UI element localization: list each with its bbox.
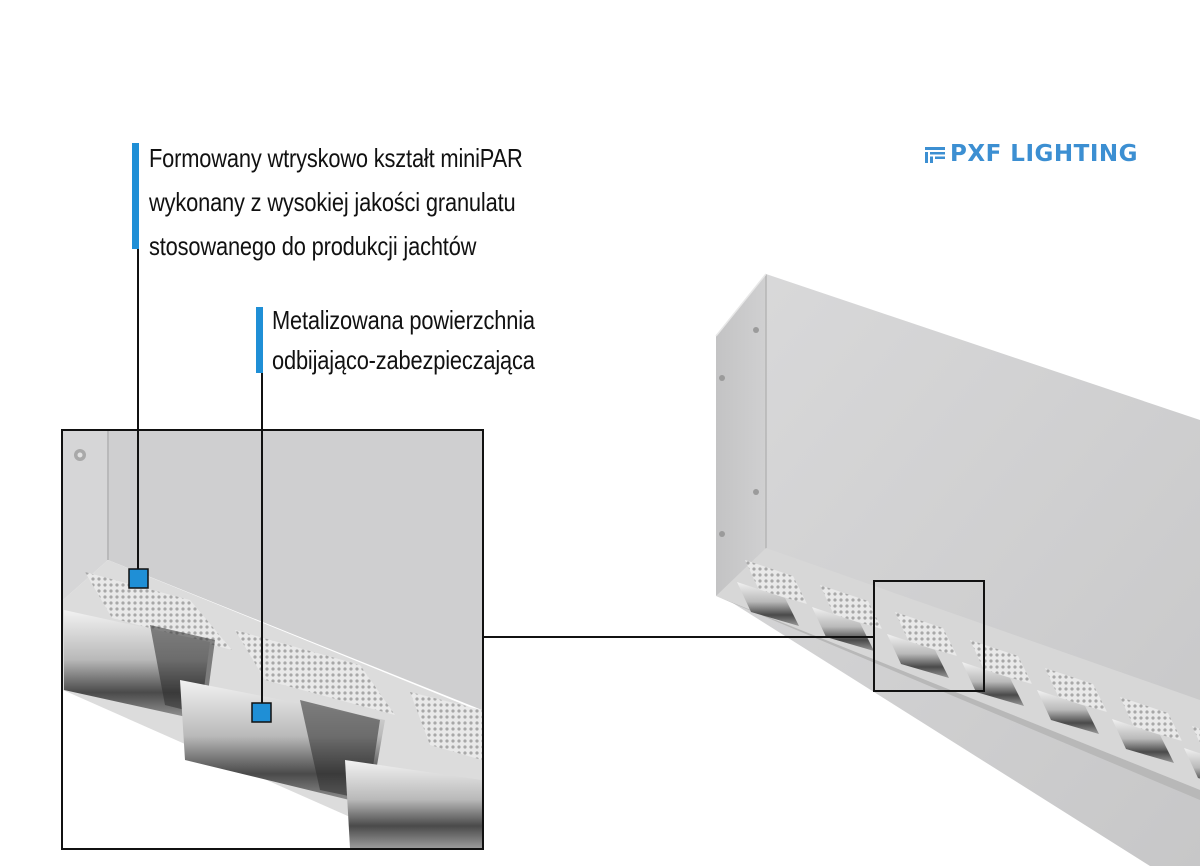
callout-1-line-2: wykonany z wysokiej jakości granulatu bbox=[149, 187, 516, 217]
zoom-frame bbox=[61, 429, 484, 850]
callout-1-text: Formowany wtryskowo kształt miniPAR wyko… bbox=[149, 136, 523, 268]
luminaire-body bbox=[715, 273, 1200, 866]
callout-1-line-1: Formowany wtryskowo kształt miniPAR bbox=[149, 143, 523, 173]
callout-2-marker bbox=[251, 702, 272, 723]
callout-1-marker bbox=[128, 568, 149, 589]
callout-1-line-3: stosowanego do produkcji jachtów bbox=[149, 231, 477, 261]
callout-2-line-2: odbijająco-zabezpieczająca bbox=[272, 345, 535, 375]
brand-logo: PXF LIGHTING bbox=[924, 138, 1138, 170]
zoom-detail bbox=[63, 431, 482, 848]
callout-2-line-1: Metalizowana powierzchnia bbox=[272, 305, 535, 335]
callout-2-text: Metalizowana powierzchnia odbijająco-zab… bbox=[272, 300, 535, 380]
callout-2-accent-bar bbox=[256, 307, 263, 373]
brand-logo-text: PXF LIGHTING bbox=[950, 141, 1139, 167]
callout-1-accent-bar bbox=[132, 143, 139, 249]
luminaire-reflector-cells bbox=[737, 560, 1200, 779]
brand-logo-icon bbox=[925, 147, 945, 163]
